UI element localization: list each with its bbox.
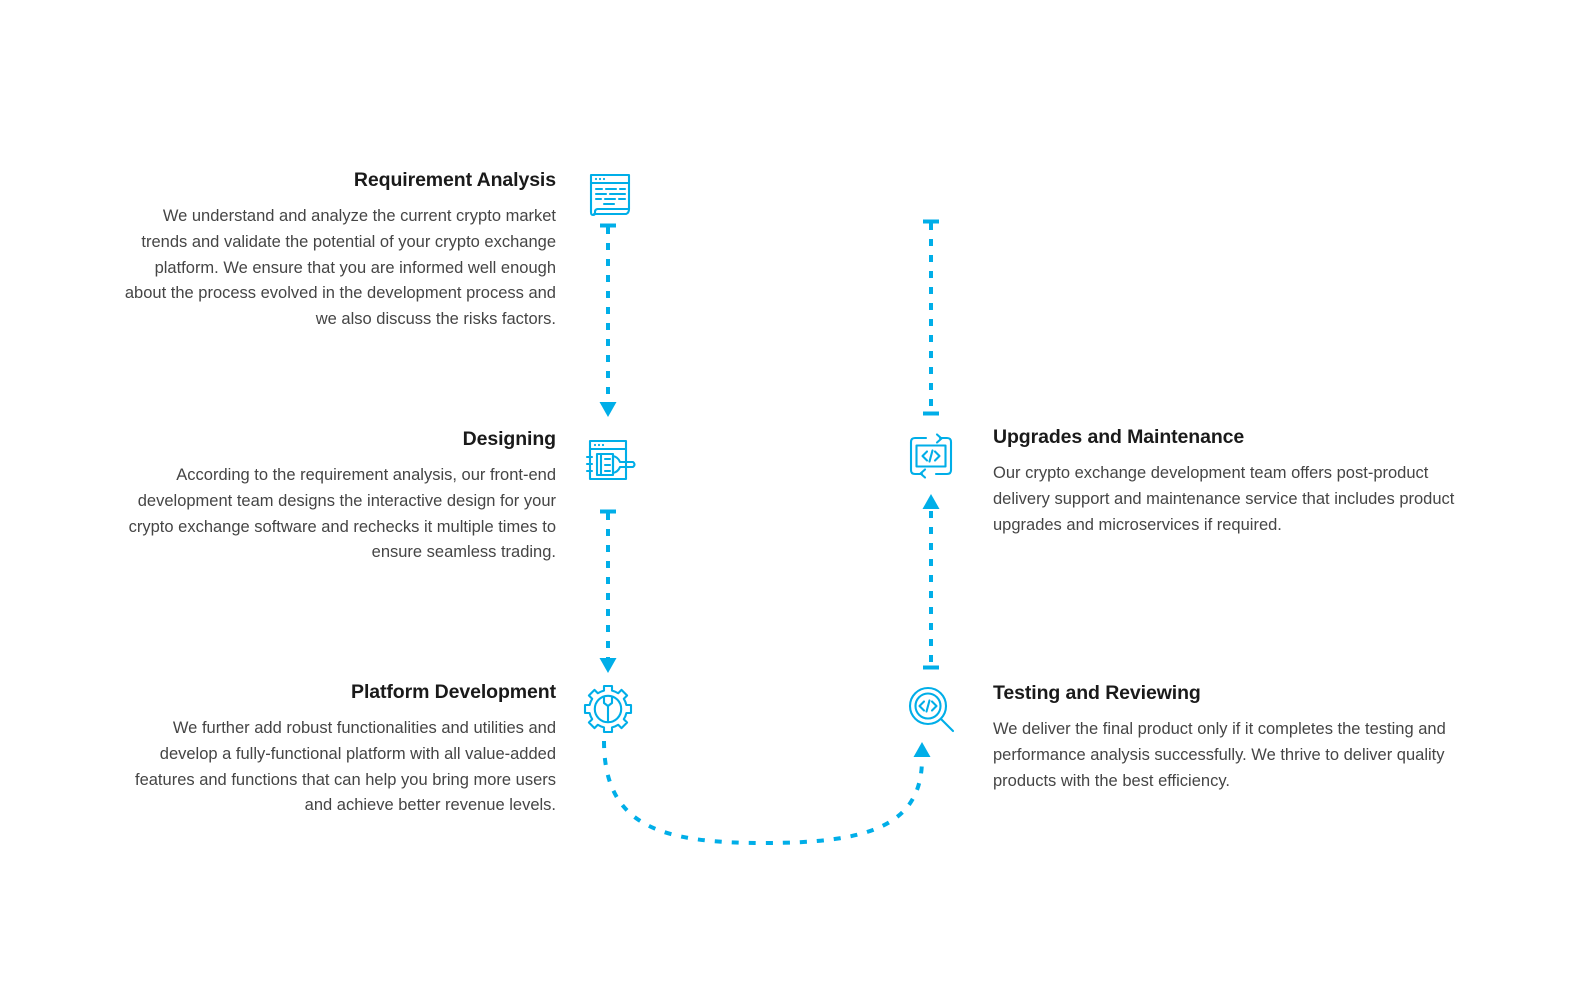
- step-upgrades-and-maintenance: Upgrades and Maintenance Our crypto exch…: [993, 425, 1483, 538]
- step-description: We deliver the final product only if it …: [993, 720, 1446, 790]
- step-platform-development: Platform Development We further add robu…: [116, 680, 556, 819]
- document-article-icon: [582, 167, 638, 223]
- step-testing-and-reviewing: Testing and Reviewing We deliver the fin…: [993, 681, 1483, 794]
- step-title: Requirement Analysis: [353, 169, 556, 191]
- step-description: We understand and analyze the current cr…: [124, 207, 556, 328]
- magnifier-code-icon: [903, 681, 959, 737]
- connector-upgrades-terminus: [903, 218, 959, 418]
- step-description: According to the requirement analysis, o…: [128, 466, 556, 562]
- step-title: Platform Development: [351, 681, 556, 703]
- step-title: Testing and Reviewing: [993, 682, 1201, 704]
- connector-testing-to-upgrades: [903, 487, 959, 671]
- step-description: We further add robust functionalities an…: [135, 719, 556, 815]
- connector-requirement-to-designing: [580, 222, 636, 420]
- connector-platform-to-testing: [592, 735, 952, 855]
- step-designing: Designing According to the requirement a…: [116, 427, 556, 566]
- design-brush-window-icon: [580, 432, 636, 488]
- step-title: Upgrades and Maintenance: [993, 426, 1245, 448]
- step-title: Designing: [462, 428, 556, 450]
- connector-designing-to-platform: [580, 508, 636, 676]
- step-description: Our crypto exchange development team off…: [993, 464, 1455, 534]
- code-refresh-icon: [903, 428, 959, 484]
- step-requirement-analysis: Requirement Analysis We understand and a…: [116, 168, 556, 332]
- gear-wrench-icon: [580, 681, 636, 737]
